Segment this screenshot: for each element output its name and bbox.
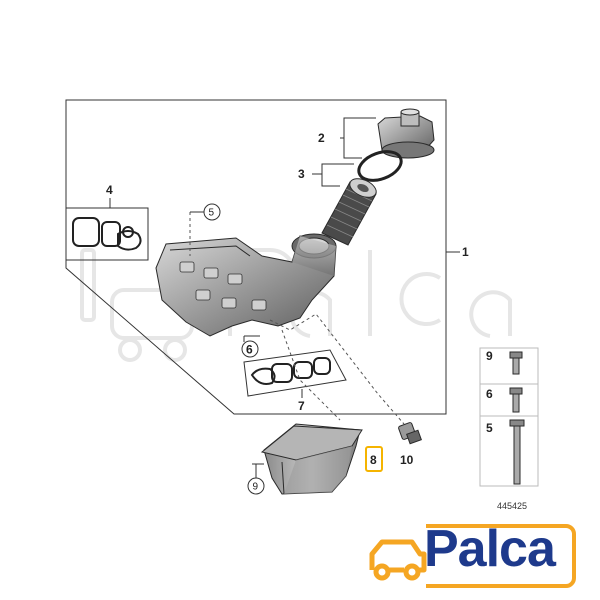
callout-4: 4: [106, 183, 113, 197]
callout-8: 8: [370, 453, 377, 467]
bolt-5-icon: [509, 419, 525, 485]
callout-9: 9: [253, 482, 259, 493]
car-icon: [369, 539, 427, 581]
callout-6: 6: [246, 343, 253, 357]
bolt-legend: [479, 347, 539, 487]
callout-8-highlight: [365, 446, 383, 472]
gasket-4-group: [65, 198, 149, 261]
legend-label-9: 9: [486, 349, 493, 363]
palca-logo: [369, 524, 576, 588]
oil-pressure-sensor: [398, 422, 422, 445]
callout-3: 3: [298, 167, 305, 181]
callout-2: 2: [318, 131, 325, 145]
bolt-9-icon: [509, 351, 523, 375]
oil-filter-element: [321, 178, 377, 246]
gasket-7: [250, 357, 331, 385]
callout-1: 1: [462, 245, 469, 259]
diagram-reference-number: 445425: [497, 501, 527, 511]
oil-filter-housing: [155, 233, 337, 337]
callout-10: 10: [400, 453, 414, 467]
gasket-7-group: [243, 349, 347, 398]
callout-5: 5: [209, 208, 215, 219]
bolt-6-icon: [509, 387, 523, 413]
oil-filter-cap: [377, 108, 435, 159]
palca-logo-text: Palca: [424, 520, 556, 578]
callout-7: 7: [298, 399, 305, 413]
o-ring: [357, 150, 403, 182]
legend-label-5: 5: [486, 421, 493, 435]
oil-cooler: [252, 423, 363, 495]
gasket-4: [72, 217, 142, 251]
leader-lines: [189, 117, 405, 425]
legend-label-6: 6: [486, 387, 493, 401]
